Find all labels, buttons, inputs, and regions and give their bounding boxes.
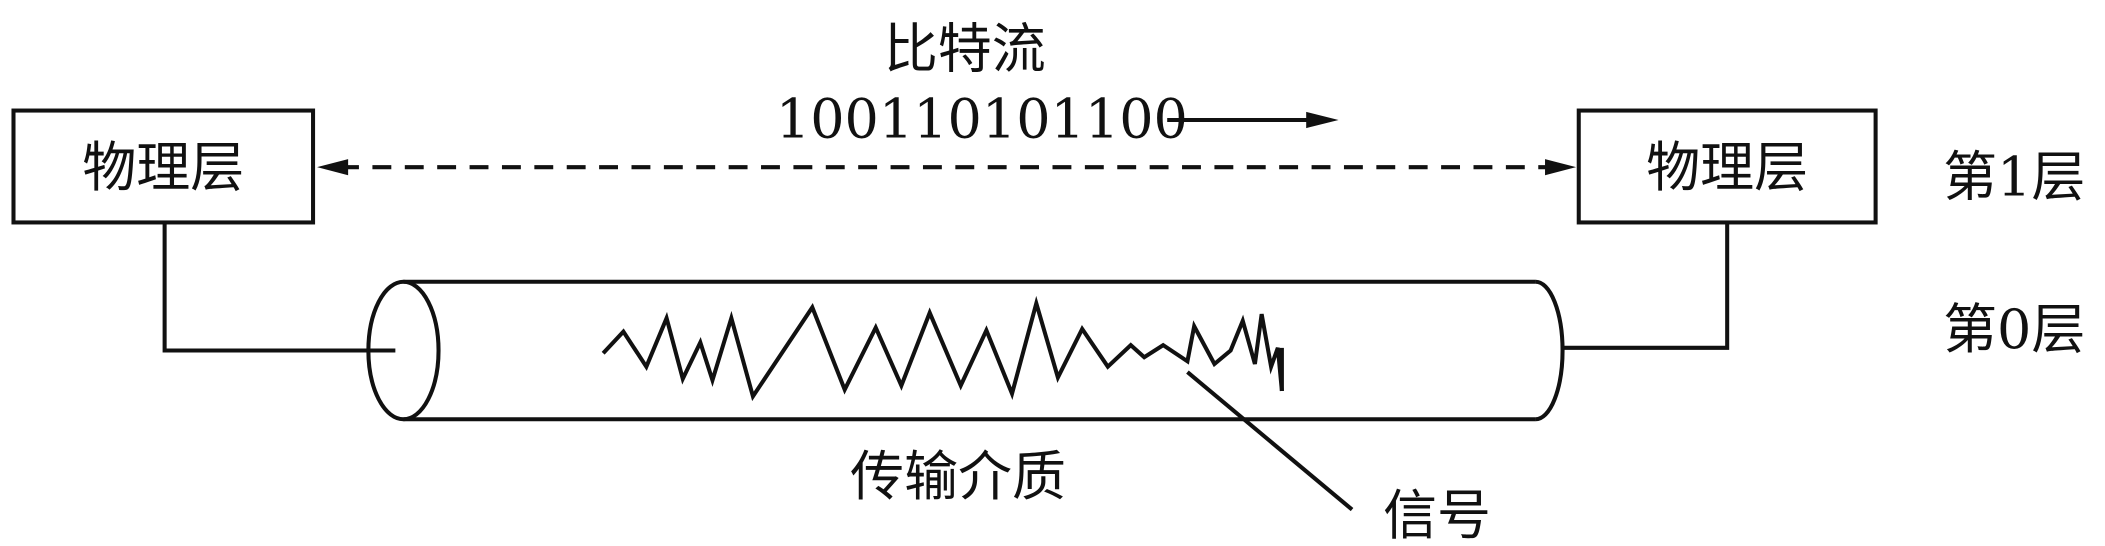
right-box-label: 物理层	[1646, 136, 1808, 199]
left-physical-layer-box: 物理层	[11, 108, 316, 225]
bitstream-title: 比特流	[884, 17, 1046, 80]
right-connector-line	[1561, 222, 1730, 350]
signal-pointer-line	[1186, 370, 1354, 512]
bitstream-direction-arrow	[1167, 111, 1339, 129]
peer-dashed-arrow	[317, 159, 1577, 176]
signal-waveform	[601, 295, 1284, 402]
signal-label: 信号	[1383, 484, 1491, 546]
layer1-label: 第1层	[1943, 146, 2085, 209]
right-physical-layer-box: 物理层	[1576, 108, 1878, 225]
transmission-medium-label: 传输介质	[850, 445, 1066, 508]
layer0-label: 第0层	[1943, 298, 2085, 361]
transmission-medium-cylinder	[366, 279, 1565, 422]
bit-sequence: 100110101100	[776, 88, 1188, 151]
left-connector-line	[162, 222, 396, 353]
left-box-label: 物理层	[82, 136, 244, 199]
